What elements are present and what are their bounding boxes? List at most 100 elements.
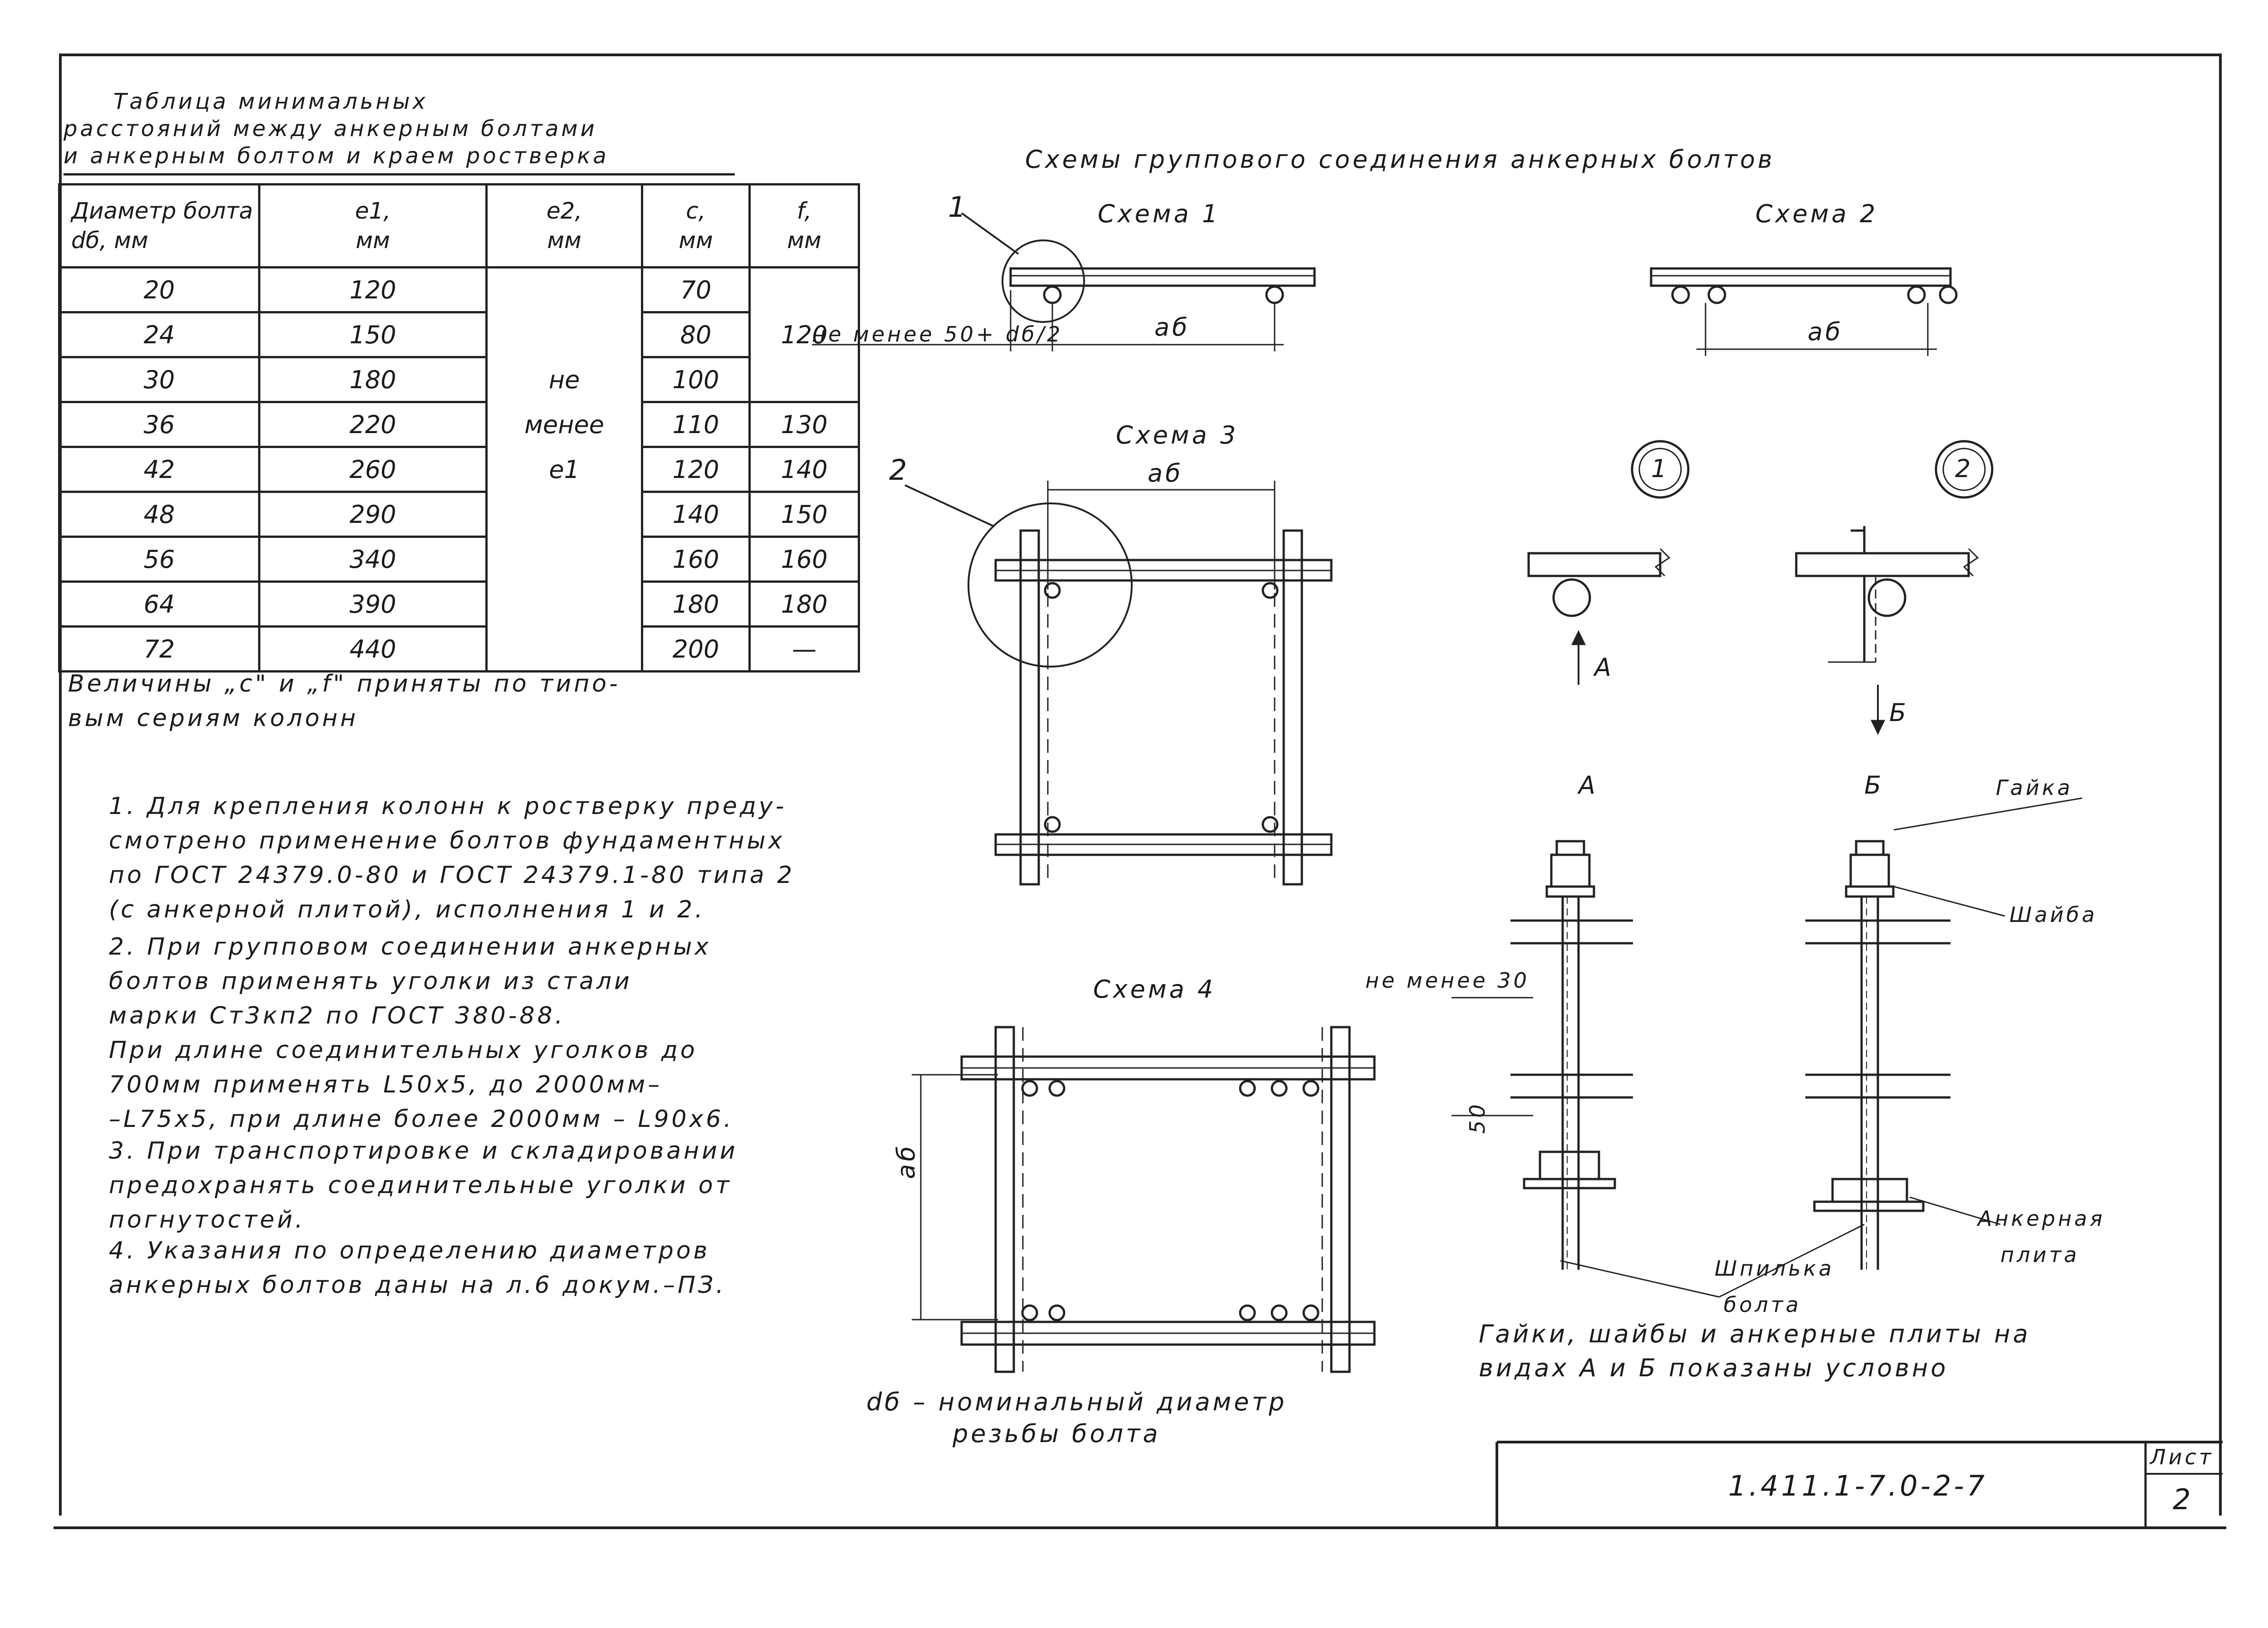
ab-dim-s4: aб [892,1143,920,1179]
cell-f: 140 [748,446,860,493]
db-note-line-1: dб – номинальный диаметр [866,1388,1287,1416]
cell-d: 20 [58,266,260,313]
nut-label: Гайка [1996,775,2073,800]
cell-f-merged [748,266,860,312]
stud-label-1: Шпилька [1715,1256,1834,1281]
not-less-30-label: не менее 30 [1365,968,1530,993]
cell-c: 200 [641,625,751,673]
table-row: 42 260 e1 120 140 [58,446,860,493]
cell-e1: 440 [258,625,488,673]
cell-e2-merged [485,536,643,582]
cell-e1: 220 [258,401,488,448]
cell-c: 120 [641,446,751,493]
cell-f-merged: 120 [748,312,860,357]
node-drawings [1527,440,1994,735]
cell-c: 140 [641,491,751,538]
cell-c: 160 [641,536,751,583]
callout-1: 1 [948,190,969,224]
cell-d: 24 [58,311,260,358]
cell-d: 42 [58,446,260,493]
cell-e1: 290 [258,491,488,538]
arrow-a-label: А [1594,653,1614,682]
ab-dim-s1: aб [1154,313,1190,341]
anchor-plate-label-2: плита [2000,1243,2080,1267]
node-2-label: 2 [1955,454,1974,483]
table-row: 48 290 140 150 [58,491,860,538]
table-title-line-2: расстояний между анкерным болтами [64,116,597,141]
cell-f: 180 [748,580,860,628]
header-e1: e1,мм [258,183,488,268]
cell-e2-merged: не [485,357,643,402]
cell-c: 110 [641,401,751,448]
anchor-plate-label-1: Анкерная [1978,1206,2105,1231]
cell-d: 56 [58,536,260,583]
cell-f: 130 [748,401,860,448]
cell-f: 160 [748,536,860,583]
cell-e2-merged [485,492,643,537]
arrow-b-label: Б [1889,698,1909,727]
sheet-frame [59,54,2222,1516]
table-footnote-line-2: вым сериям колонн [68,705,359,732]
cell-e2-merged [485,266,643,312]
cell-d: 36 [58,401,260,448]
view-b-drawing [1560,797,2082,1298]
cell-d: 30 [58,356,260,403]
cell-d: 64 [58,580,260,628]
ab-dim-s2: aб [1808,317,1843,346]
cell-e2-merged [485,312,643,357]
callout-2: 2 [889,453,910,487]
header-f: f,мм [748,183,860,268]
table-row: 24 150 80 120 [58,311,860,358]
sheet-bottom-line [54,1526,2226,1529]
table-row: 64 390 180 180 [58,580,860,628]
cell-f: 150 [748,491,860,538]
cell-e1: 340 [258,536,488,583]
table-row: 30 180 не 100 [58,356,860,403]
scheme-1-drawing [812,212,1316,351]
views-note-line-2: видах А и Б показаны условно [1479,1354,1949,1382]
min-distance-label-s1: не менее 50+ dб/2 [812,322,1063,346]
cell-d: 48 [58,491,260,538]
db-note-line-2: резьбы болта [953,1419,1161,1448]
cell-e2-merged: e1 [485,447,643,492]
table-row: 72 440 200 — [58,625,860,673]
sheet-label: Лист [2150,1445,2214,1469]
cell-c: 180 [641,580,751,628]
washer-label: Шайба [2009,902,2097,927]
stud-label-2: болта [1724,1292,1801,1317]
cell-c: 70 [641,266,751,313]
cell-e1: 390 [258,580,488,628]
ab-dim-s3: aб [1148,459,1183,487]
cell-e1: 150 [258,311,488,358]
view-a-title: А [1579,771,1598,799]
schemes-title: Схемы группового соединения анкерных бол… [1025,145,1775,174]
dim-50-label: 50 [1465,1102,1490,1134]
header-c: c,мм [641,183,751,268]
scheme-2-title: Схема 2 [1755,200,1878,228]
cell-f-merged [748,357,860,403]
cell-e1: 120 [258,266,488,313]
note-1: 1. Для крепления колонн к ростверку пред… [109,793,795,923]
table-row: 20 120 70 [58,266,860,313]
title-block-drawing [1496,1441,2223,1528]
views-note-line-1: Гайки, шайбы и анкерные плиты на [1479,1320,2031,1348]
cell-e1: 260 [258,446,488,493]
cell-e2-merged [485,581,643,627]
scheme-2-drawing [1650,267,1958,356]
node-1-label: 1 [1651,454,1670,483]
scheme-3-title: Схема 3 [1116,421,1239,449]
table-title-line-1: Таблица минимальных [113,89,428,114]
table-row: 36 220 менее 110 130 [58,401,860,448]
table-title-line-3: и анкерным болтом и краем ростверка [64,143,609,169]
cell-e1: 180 [258,356,488,403]
cell-e2-merged: менее [485,402,643,447]
document-code: 1.411.1-7.0-2-7 [1728,1469,1988,1502]
scheme-4-drawing [912,1026,1376,1373]
table-footnote-line-1: Величины „c" и „f" приняты по типо- [68,670,621,697]
scheme-3-drawing [904,481,1333,886]
